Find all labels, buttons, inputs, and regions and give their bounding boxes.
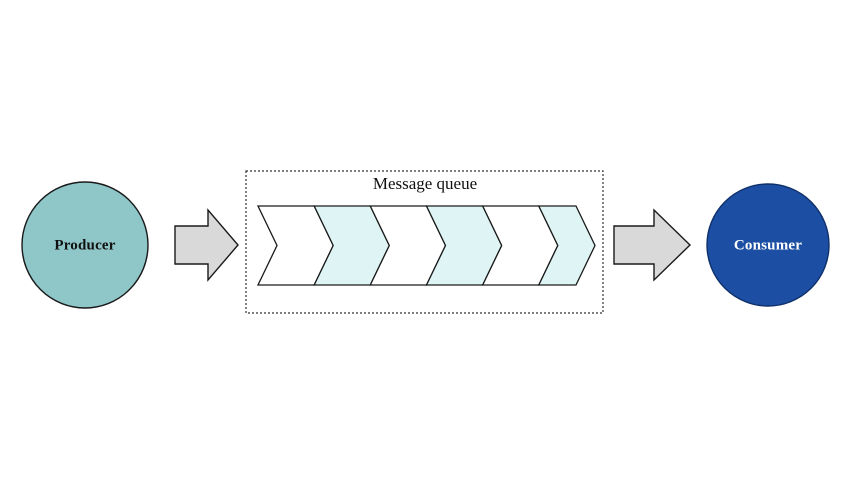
right-arrow-icon	[174, 208, 239, 282]
arrow-queue-to-consumer	[613, 208, 692, 282]
queue-chevrons	[256, 205, 596, 286]
message-queue-box[interactable]	[245, 170, 604, 314]
consumer-circle[interactable]	[706, 183, 830, 307]
consumer-node[interactable]: Consumer	[706, 183, 830, 307]
producer-circle[interactable]	[21, 181, 149, 309]
right-arrow-icon	[613, 208, 692, 282]
message-queue-title: Message queue	[373, 174, 477, 193]
queue-chevron	[537, 205, 596, 286]
arrow-producer-to-queue	[174, 208, 239, 282]
producer-node[interactable]: Producer	[21, 181, 149, 309]
producer-label: Producer	[54, 237, 115, 253]
consumer-label: Consumer	[734, 237, 802, 253]
message-queue-group[interactable]: Message queue	[245, 170, 604, 314]
